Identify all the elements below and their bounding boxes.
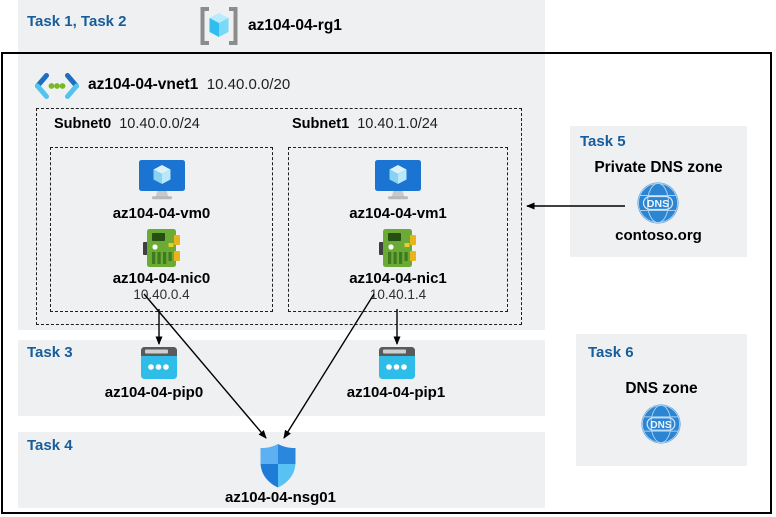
dns-icon-text: DNS xyxy=(650,420,671,431)
nic-ip: 10.40.0.4 xyxy=(133,287,190,302)
subnet1-name: Subnet1 xyxy=(292,116,350,132)
subnet0-box: az104-04-vm0 az104-04-nic0 10.40.0.4 xyxy=(50,147,273,312)
resource-group-name: az104-04-rg1 xyxy=(248,17,342,34)
task12-label: Task 1, Task 2 xyxy=(27,13,127,30)
private-dns-zone-title: Private DNS zone xyxy=(594,159,723,176)
dns-icon-text: DNS xyxy=(647,198,669,210)
vnet-address-space-box xyxy=(36,108,522,325)
vm-icon xyxy=(374,160,422,200)
vnet-label: az104-04-vnet1 10.40.0.0/20 xyxy=(88,76,290,94)
nsg-name: az104-04-nsg01 xyxy=(225,489,336,506)
task3-band xyxy=(18,340,545,416)
task5-label: Task 5 xyxy=(580,133,626,150)
nic-name: az104-04-nic1 xyxy=(349,270,447,287)
vnet-name: az104-04-vnet1 xyxy=(88,76,199,93)
task6-label: Task 6 xyxy=(588,344,634,361)
subnet1-box: az104-04-vm1 az104-04-nic1 10.40.1.4 xyxy=(288,147,508,312)
nsg-shield-icon xyxy=(259,444,297,488)
nic-name: az104-04-nic0 xyxy=(112,270,211,287)
dns-zone-icon: DNS xyxy=(641,404,681,444)
public-ip-icon xyxy=(379,347,415,379)
nic-ip: 10.40.1.4 xyxy=(369,287,427,302)
nic-icon xyxy=(379,228,417,268)
vnet-icon xyxy=(34,73,80,99)
public-ip-icon xyxy=(141,347,177,379)
task6-box xyxy=(576,334,747,466)
dns-zone-icon: DNS xyxy=(637,182,679,224)
task12-band xyxy=(18,0,545,52)
subnet0-label: Subnet0 10.40.0.0/24 xyxy=(54,116,200,132)
nic-icon xyxy=(142,228,181,268)
vm-name: az104-04-vm0 xyxy=(112,205,211,222)
subnet0-name: Subnet0 xyxy=(54,116,112,132)
private-dns-zone-name: contoso.org xyxy=(615,227,702,244)
vnet-cidr: 10.40.0.0/20 xyxy=(206,76,291,93)
pip0-name: az104-04-pip0 xyxy=(104,384,204,401)
subnet1-label: Subnet1 10.40.1.0/24 xyxy=(292,116,438,132)
pip1-name: az104-04-pip1 xyxy=(346,384,446,401)
vnet-panel xyxy=(18,54,545,330)
resource-group-icon xyxy=(197,6,241,46)
dns-zone-title: DNS zone xyxy=(625,380,698,397)
subnet1-cidr: 10.40.1.0/24 xyxy=(357,116,438,132)
vm-name: az104-04-vm1 xyxy=(349,205,447,222)
task3-label: Task 3 xyxy=(27,344,73,361)
subnet0-cidr: 10.40.0.0/24 xyxy=(119,116,200,132)
task4-label: Task 4 xyxy=(27,437,73,454)
vm-icon xyxy=(138,160,186,200)
diagram-frame xyxy=(1,52,772,514)
